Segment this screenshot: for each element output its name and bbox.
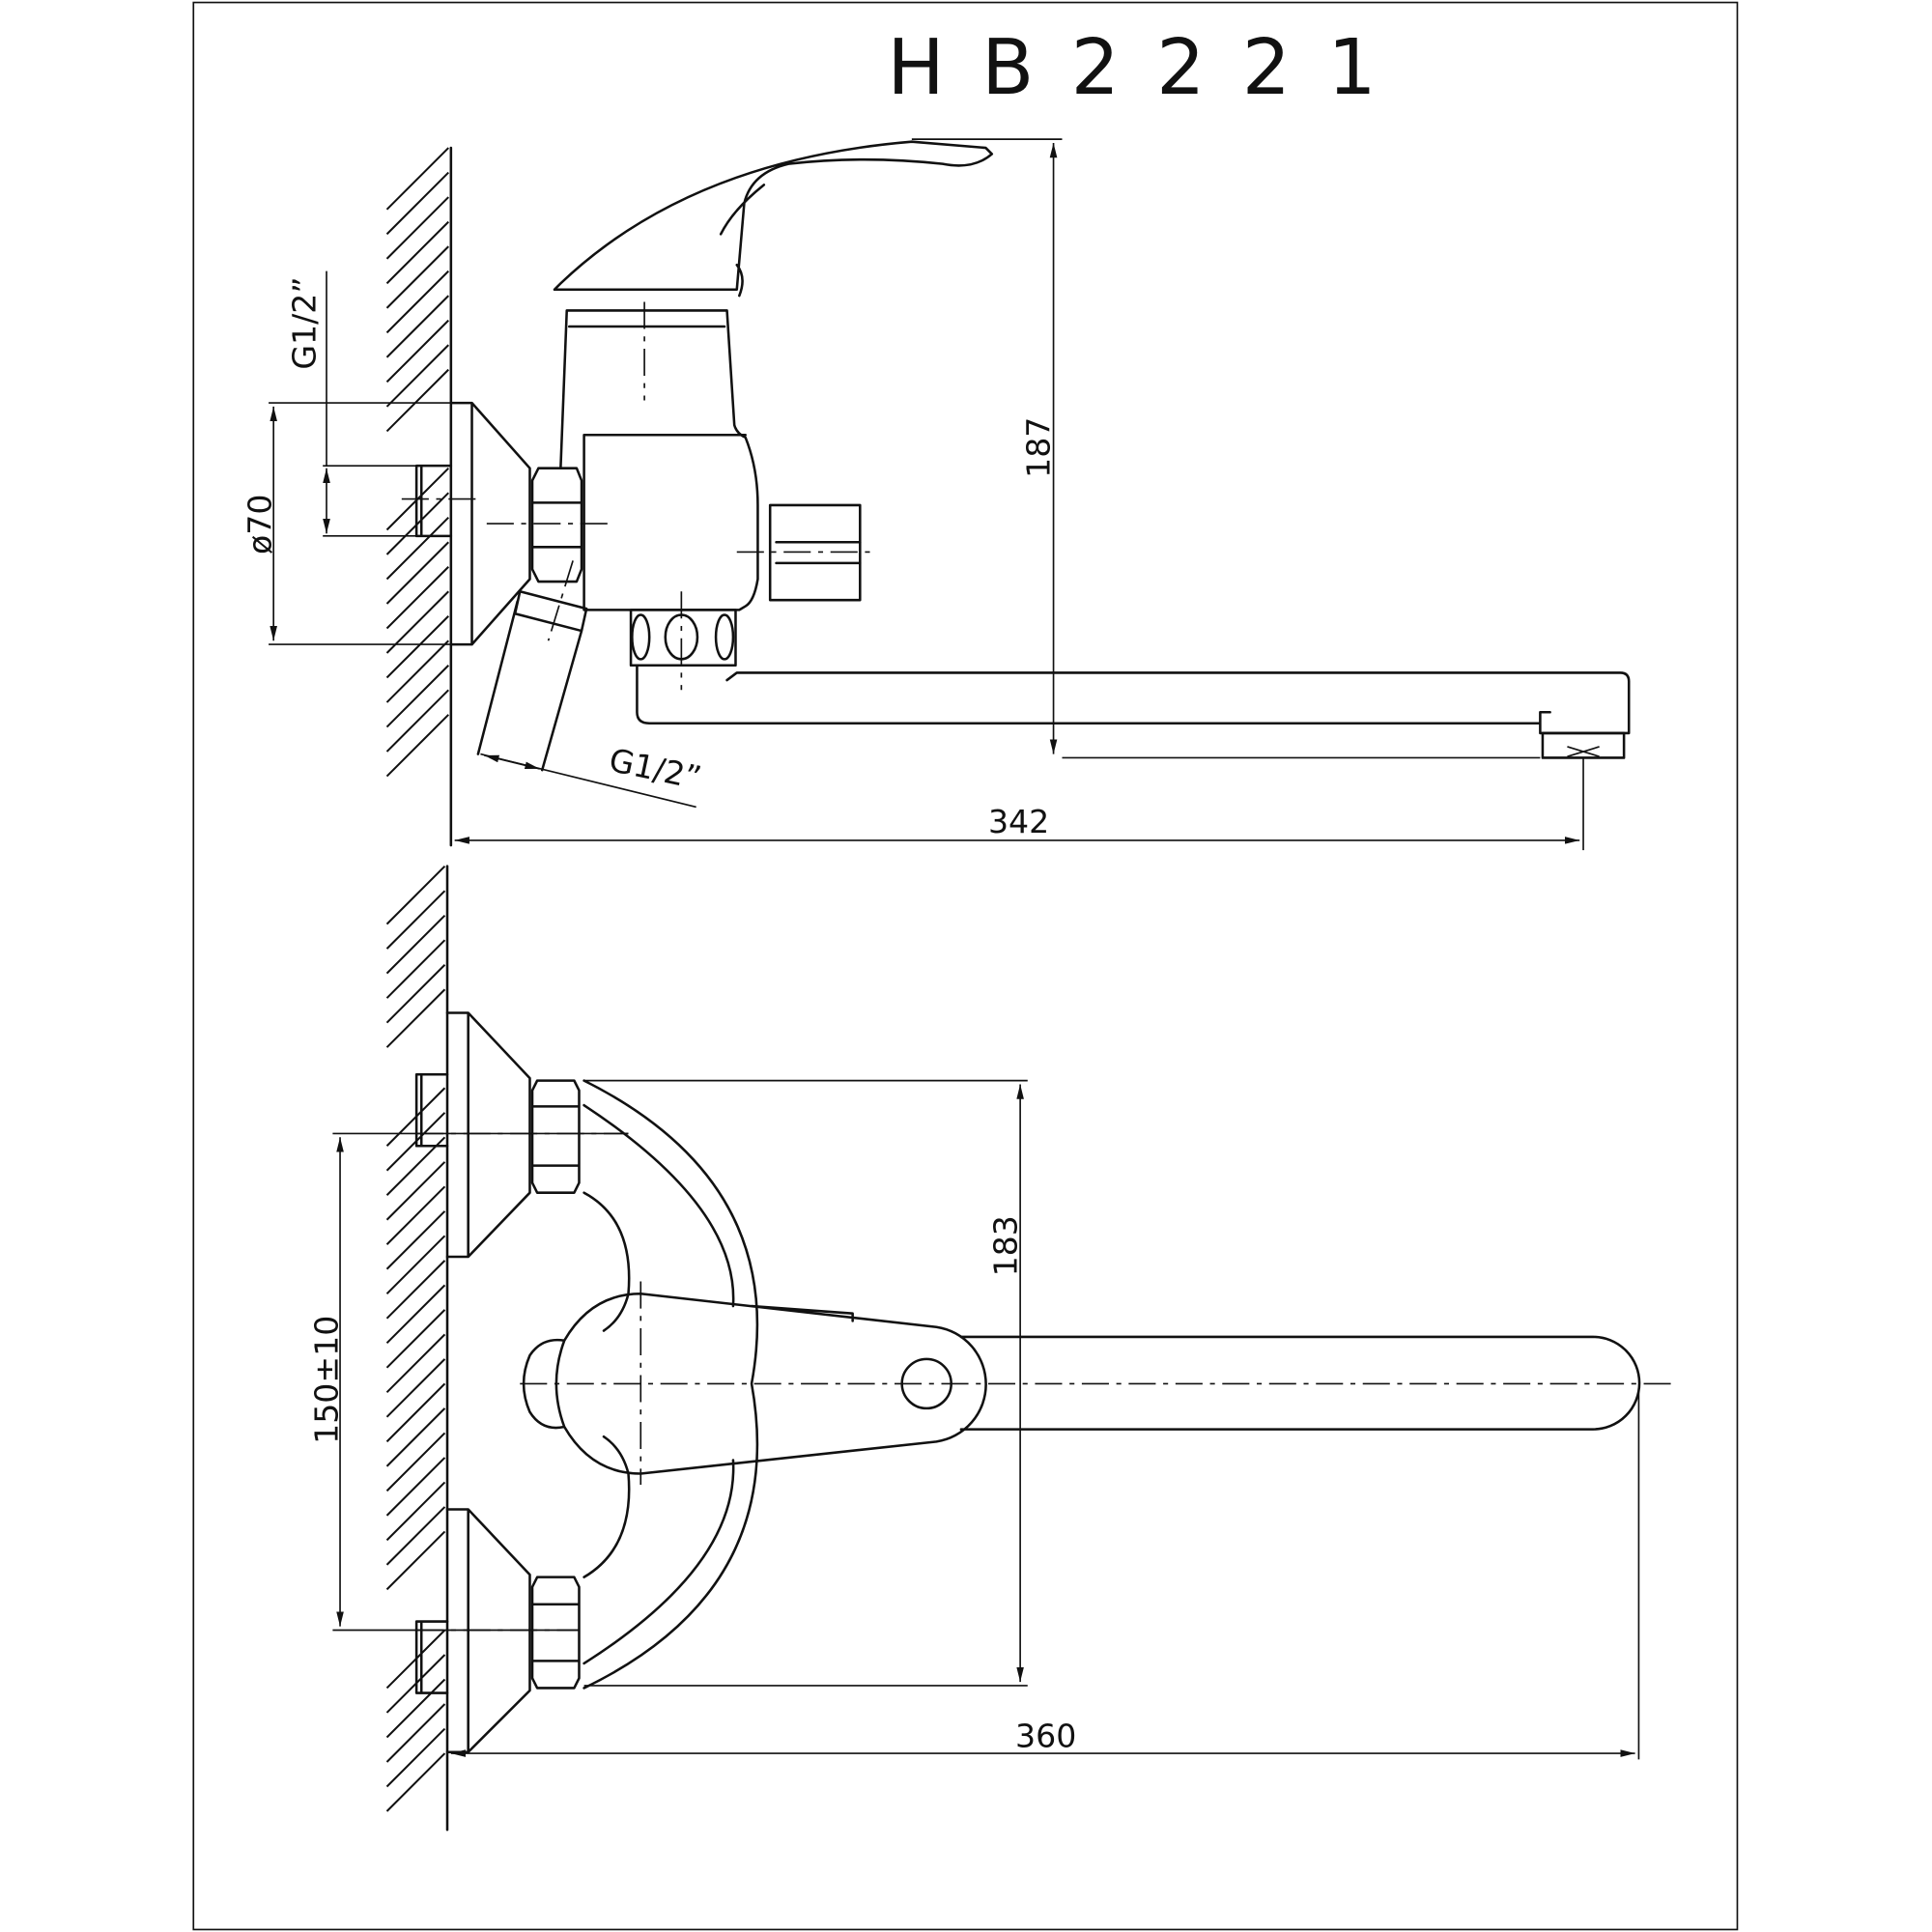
wall-hatching-top [385, 147, 450, 778]
dim-inlet-spacing: 150±10 [307, 1316, 345, 1444]
hatch-line [385, 639, 450, 703]
wall-inlet-stub [414, 464, 453, 538]
hatch-line [385, 295, 450, 358]
hatch-line [385, 890, 446, 950]
hatch-line [385, 1161, 446, 1221]
wall-flange [449, 401, 531, 646]
angled-inlet [476, 589, 588, 772]
hatch-line [385, 1407, 446, 1467]
hatch-line [385, 1333, 446, 1394]
hatch-line [385, 964, 446, 1024]
hatch-line [385, 665, 450, 728]
side-outlet [768, 503, 862, 602]
drawing-frame [192, 1, 1739, 1931]
hatch-line [385, 319, 450, 384]
hatch-line [385, 1506, 446, 1566]
hatch-line [385, 147, 450, 211]
dim-height: 187 [1020, 417, 1058, 478]
hatch-line [385, 689, 450, 753]
upper-inlet-stub [414, 1072, 449, 1148]
dim-wall-inlet-thread: G1/2” [286, 276, 324, 369]
hatch-line [385, 1382, 446, 1443]
hex-nut [530, 467, 583, 583]
hatch-line [385, 1284, 446, 1345]
hatch-line [385, 988, 446, 1048]
swivel-joint [629, 591, 737, 691]
hatch-line [385, 516, 450, 581]
hatch-line [385, 1260, 446, 1320]
hatch-line [385, 541, 450, 605]
plan-view: 183 150±10 360 [307, 865, 1679, 1832]
lower-inlet-stub [414, 1620, 449, 1694]
lower-nut [530, 1576, 581, 1690]
hatch-line [385, 1530, 446, 1591]
side-view: ø70 G1/2” 187 342 G1/2” [242, 138, 1631, 851]
hatch-line [385, 865, 446, 925]
mixer-body [559, 309, 759, 611]
model-title: HB2221 [887, 23, 1413, 112]
spout-side [636, 664, 1631, 735]
hatch-line [385, 344, 450, 408]
hatch-line [385, 1185, 446, 1245]
hatch-line [385, 196, 450, 260]
hatch-line [385, 1358, 446, 1418]
hatch-line [385, 914, 446, 975]
hatch-line [385, 245, 450, 309]
hatch-line [385, 714, 450, 778]
upper-flange [445, 1011, 531, 1259]
upper-nut [530, 1079, 581, 1194]
hatch-line [385, 1210, 446, 1270]
hatch-line [385, 1481, 446, 1542]
hatch-line [385, 566, 450, 630]
hatch-line [385, 939, 446, 999]
spout-plan [959, 1335, 1641, 1431]
hatch-line [385, 1752, 446, 1812]
hatch-line [385, 1727, 446, 1788]
hatch-line [385, 220, 450, 285]
hatch-line [385, 1678, 446, 1739]
wall-hatching-bottom [385, 865, 446, 1812]
dim-body-width: 183 [986, 1215, 1024, 1276]
hatch-line [385, 590, 450, 654]
dim-projection: 342 [988, 803, 1049, 840]
hatch-line [385, 171, 450, 236]
hatch-line [385, 1457, 446, 1517]
hatch-line [385, 1309, 446, 1369]
dim-spout-reach: 360 [1015, 1718, 1076, 1755]
hatch-line [385, 1235, 446, 1295]
lever-handle [553, 140, 994, 298]
aerator [1541, 731, 1626, 759]
hatch-line [385, 368, 450, 433]
hatch-line [385, 615, 450, 679]
body-crescent [582, 1079, 759, 1690]
hatch-line [385, 1432, 446, 1492]
dim-flange-diameter: ø70 [242, 494, 279, 554]
hatch-line [385, 1703, 446, 1763]
hatch-line [385, 270, 450, 334]
